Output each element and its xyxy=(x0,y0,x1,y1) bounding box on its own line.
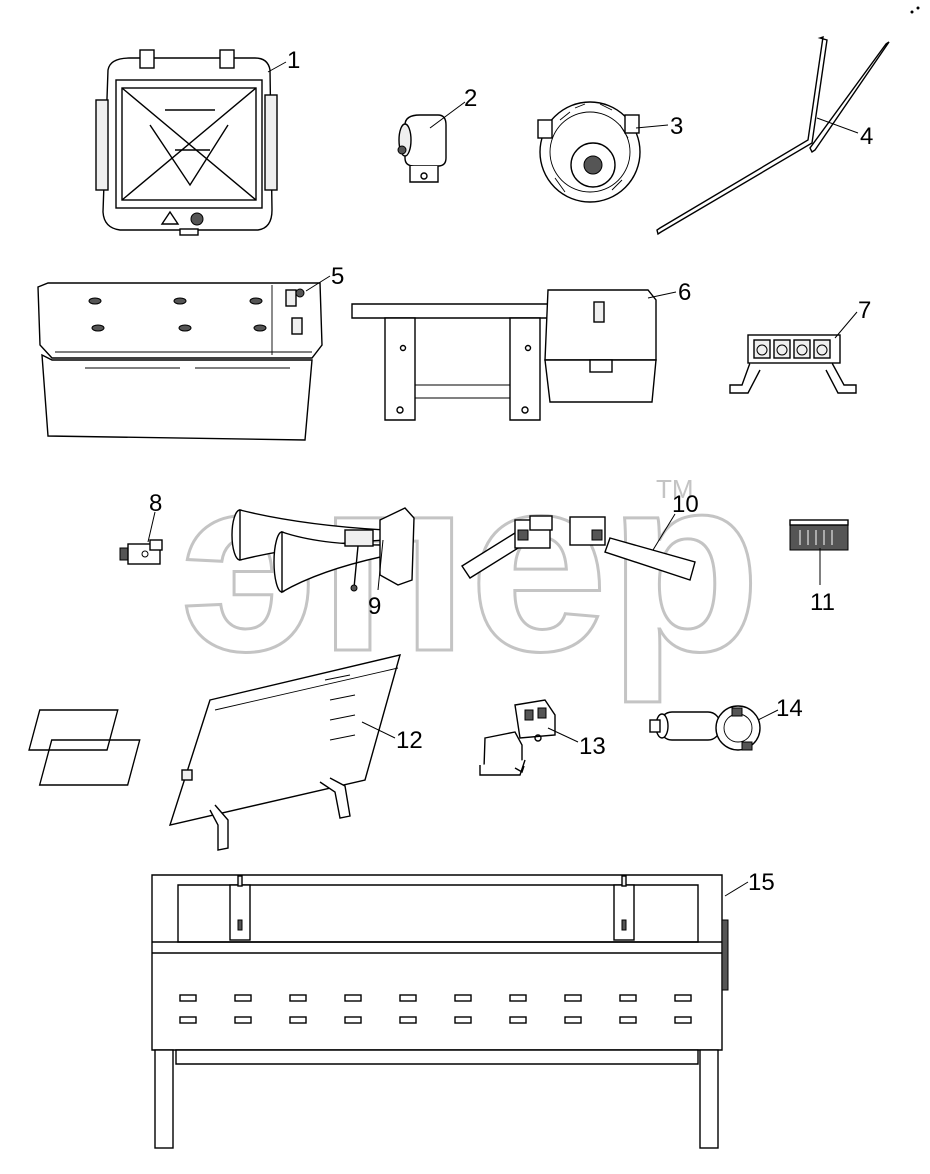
mounting-plate-icon xyxy=(28,654,401,851)
vent-slot xyxy=(674,994,692,1002)
vent-slot xyxy=(674,1016,692,1024)
callout-14: 14 xyxy=(776,695,803,722)
vent-slot xyxy=(234,1016,252,1024)
callout-7: 7 xyxy=(858,297,871,324)
callout-11: 11 xyxy=(810,589,835,616)
vent-slot xyxy=(619,1016,637,1024)
fuse-block-icon xyxy=(729,334,857,394)
vent-slot xyxy=(509,1016,527,1024)
callout-labels: 1 2 3 4 5 6 7 8 9 10 11 12 13 14 15 xyxy=(149,47,873,896)
vent-slot xyxy=(344,1016,362,1024)
vent-slots xyxy=(179,994,692,1024)
vent-slot xyxy=(564,1016,582,1024)
callout-15: 15 xyxy=(748,869,775,896)
column-switch-icon xyxy=(461,515,696,581)
vent-slot xyxy=(289,1016,307,1024)
callout-13: 13 xyxy=(579,733,606,760)
vent-slot xyxy=(454,1016,472,1024)
callout-4: 4 xyxy=(860,123,873,150)
vent-slot xyxy=(619,994,637,1002)
vent-slot xyxy=(179,1016,197,1024)
air-horn-icon xyxy=(231,507,415,594)
leader-lines xyxy=(147,61,859,897)
headlamp-icon xyxy=(95,49,278,236)
vent-slot xyxy=(399,994,417,1002)
alternator-icon xyxy=(537,101,641,203)
corner-marks xyxy=(910,6,920,14)
callout-6: 6 xyxy=(678,279,691,306)
relay-solenoid-icon xyxy=(397,114,447,183)
battery-box-bracket-icon xyxy=(351,289,657,421)
wiper-motor-icon xyxy=(649,705,761,751)
switch-icon xyxy=(119,539,163,565)
battery-carrier-icon xyxy=(151,874,729,1149)
vent-slot xyxy=(564,994,582,1002)
callout-12: 12 xyxy=(396,727,423,754)
battery-icon xyxy=(37,282,323,441)
vent-slot xyxy=(509,994,527,1002)
callout-8: 8 xyxy=(149,490,162,517)
vent-slot xyxy=(344,994,362,1002)
callout-9: 9 xyxy=(368,593,381,620)
vent-slot xyxy=(234,994,252,1002)
callout-3: 3 xyxy=(670,113,683,140)
callout-5: 5 xyxy=(331,263,344,290)
vent-slot xyxy=(454,994,472,1002)
callout-2: 2 xyxy=(464,85,477,112)
vent-slot xyxy=(289,994,307,1002)
vent-slot xyxy=(179,994,197,1002)
callout-10: 10 xyxy=(672,491,699,518)
callout-1: 1 xyxy=(287,47,300,74)
relay-pair-icon xyxy=(479,699,556,776)
vent-slot xyxy=(399,1016,417,1024)
connector-icon xyxy=(789,519,849,551)
cable-icon xyxy=(656,35,890,236)
watermark-trademark: TM xyxy=(656,474,694,504)
